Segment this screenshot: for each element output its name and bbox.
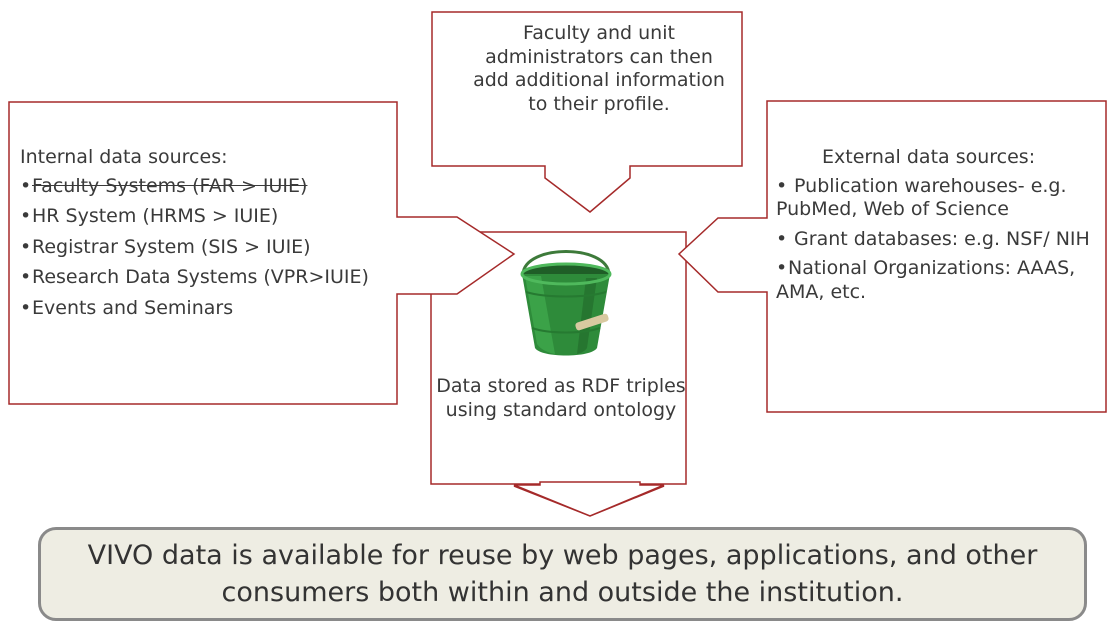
list-item: Publication warehouses- e.g. PubMed, Web… bbox=[776, 175, 1102, 222]
top-arrow-shape bbox=[431, 11, 743, 213]
list-item: National Organizations: AAAS, AMA, etc. bbox=[776, 257, 1102, 304]
reuse-banner: VIVO data is available for reuse by web … bbox=[38, 527, 1087, 621]
bucket-icon bbox=[520, 250, 612, 356]
external-sources-box: External data sources: Publication wareh… bbox=[776, 146, 1102, 310]
list-item: Grant databases: e.g. NSF/ NIH bbox=[776, 228, 1102, 252]
top-box-text: Faculty and unit administrators can then… bbox=[473, 22, 725, 115]
external-sources-list: Publication warehouses- e.g. PubMed, Web… bbox=[776, 175, 1102, 305]
internal-sources-heading: Internal data sources: bbox=[20, 146, 228, 168]
list-item: HR System (HRMS > IUIE) bbox=[20, 205, 380, 229]
list-item: Faculty Systems (FAR > IUIE) bbox=[20, 175, 380, 199]
banner-text: VIVO data is available for reuse by web … bbox=[87, 540, 1038, 608]
internal-sources-list: Faculty Systems (FAR > IUIE) HR System (… bbox=[20, 175, 380, 321]
list-item: Research Data Systems (VPR>IUIE) bbox=[20, 266, 380, 290]
internal-sources-box: Internal data sources: Faculty Systems (… bbox=[20, 146, 380, 327]
list-item: Events and Seminars bbox=[20, 297, 380, 321]
center-box-text: Data stored as RDF triples using standar… bbox=[436, 375, 686, 421]
bottom-arrow-shape bbox=[513, 481, 665, 517]
list-item: Registrar System (SIS > IUIE) bbox=[20, 236, 380, 260]
external-sources-heading: External data sources: bbox=[822, 146, 1036, 168]
